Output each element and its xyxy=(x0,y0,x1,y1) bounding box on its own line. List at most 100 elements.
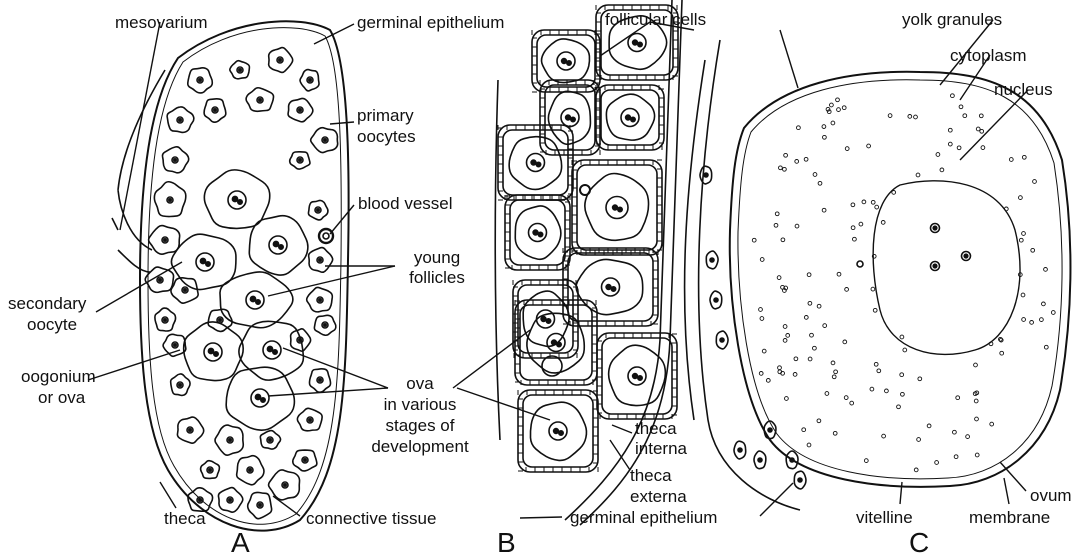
yolk-granule xyxy=(759,308,763,312)
oocyte-nucleolus xyxy=(299,109,301,111)
theca-cell-nucleus xyxy=(768,428,772,432)
yolk-granule xyxy=(1019,238,1023,242)
blood-vessel xyxy=(319,229,333,243)
leader-line xyxy=(268,266,395,296)
label-theca: theca xyxy=(164,509,206,528)
yolk-granule xyxy=(935,461,939,465)
yolk-granule xyxy=(833,431,837,435)
nucleolus xyxy=(559,431,563,435)
yolk-granule xyxy=(759,372,763,376)
oocyte-nucleolus xyxy=(324,324,326,326)
yolk-granule xyxy=(774,223,778,227)
follicle-b xyxy=(505,195,570,270)
oocyte-nucleolus xyxy=(299,159,301,161)
nucleolus xyxy=(238,200,242,204)
oocyte-nucleolus xyxy=(164,319,166,321)
oocyte-nucleolus xyxy=(284,484,286,486)
yolk-granule xyxy=(979,114,983,118)
nucleolus xyxy=(536,162,540,166)
nucleolus-c xyxy=(857,261,863,267)
yolk-granule xyxy=(957,146,961,150)
yolk-granule xyxy=(927,424,931,428)
oocyte-nucleolus xyxy=(304,459,306,461)
yolk-granule xyxy=(974,399,978,403)
yolk-granule xyxy=(850,401,854,405)
oocyte-nucleolus xyxy=(249,469,251,471)
label-cytoplasm: cytoplasm xyxy=(950,46,1027,65)
yolk-granule xyxy=(778,366,782,370)
yolk-granule xyxy=(808,357,812,361)
yolk-granule xyxy=(1051,311,1055,315)
nucleolus xyxy=(273,241,278,246)
yolk-granule xyxy=(882,434,886,438)
nucleolus xyxy=(562,59,567,64)
oocyte-nucleolus xyxy=(259,504,261,506)
yolk-granule xyxy=(766,379,770,383)
theca-cell-nucleus xyxy=(720,338,724,342)
oocyte-nucleolus xyxy=(279,59,281,61)
nucleolus-dot xyxy=(933,264,937,268)
blood-vessel-lumen xyxy=(323,233,329,239)
yolk-granule xyxy=(783,339,787,343)
label-oogonium: oogonium xyxy=(21,367,96,386)
label-primary: primary xyxy=(357,106,414,125)
yolk-granule xyxy=(959,105,963,109)
yolk-granule xyxy=(1022,155,1026,159)
label-theca-externa-2: externa xyxy=(630,487,687,506)
leader-line xyxy=(1004,478,1009,504)
oocyte-nucleolus xyxy=(324,139,326,141)
oocyte-nucleolus xyxy=(214,109,216,111)
yolk-granule xyxy=(836,98,840,102)
oocyte-nucleolus xyxy=(169,199,171,201)
oocyte-nucleolus xyxy=(319,299,321,301)
nucleolus xyxy=(206,262,210,266)
yolk-granule xyxy=(817,419,821,423)
label-connective-tissue: connective tissue xyxy=(306,509,436,528)
yolk-granule xyxy=(871,287,875,291)
yolk-granule xyxy=(813,173,817,177)
yolk-granule xyxy=(851,226,855,230)
nucleolus xyxy=(611,287,615,291)
oocyte-nucleolus xyxy=(239,69,241,71)
label-theca-interna-1: theca xyxy=(635,419,677,438)
yolk-granule xyxy=(875,205,879,209)
theca-cell-nucleus xyxy=(738,448,742,452)
theca-cell-nucleus xyxy=(704,173,708,177)
yolk-granule xyxy=(914,115,918,119)
yolk-granule xyxy=(990,422,994,426)
leader-line xyxy=(780,30,798,88)
label-in-various: in various xyxy=(355,395,485,414)
yolk-granule xyxy=(1031,248,1035,252)
ovary-section-a xyxy=(112,21,349,530)
yolk-granule xyxy=(897,405,901,409)
follicle-b xyxy=(518,390,598,472)
yolk-granule xyxy=(974,363,978,367)
leader-line xyxy=(1000,462,1026,491)
theca-cell-nucleus xyxy=(790,458,794,462)
yolk-granule xyxy=(975,453,979,457)
yolk-granule xyxy=(810,333,814,337)
nucleolus xyxy=(638,42,642,46)
follicle-b xyxy=(532,30,600,92)
oocyte-nucleolus xyxy=(229,439,231,441)
nucleolus xyxy=(273,350,277,354)
yolk-granule xyxy=(864,459,868,463)
label-young: young xyxy=(392,248,482,267)
leader-line xyxy=(520,517,562,518)
yolk-granule xyxy=(951,94,955,98)
theca-cell-nucleus xyxy=(714,298,718,302)
yolk-granule xyxy=(874,362,878,366)
label-germinal-epithelium-b: germinal epithelium xyxy=(570,508,717,527)
yolk-granule xyxy=(804,157,808,161)
yolk-granule xyxy=(1040,318,1044,322)
oocyte-nucleolus xyxy=(209,469,211,471)
yolk-granule xyxy=(804,316,808,320)
yolk-granule xyxy=(843,340,847,344)
leader-line xyxy=(160,482,176,508)
yolk-granule xyxy=(963,114,967,118)
yolk-granule xyxy=(802,428,806,432)
label-follicles: follicles xyxy=(392,268,482,287)
yolk-granule xyxy=(1021,293,1025,297)
